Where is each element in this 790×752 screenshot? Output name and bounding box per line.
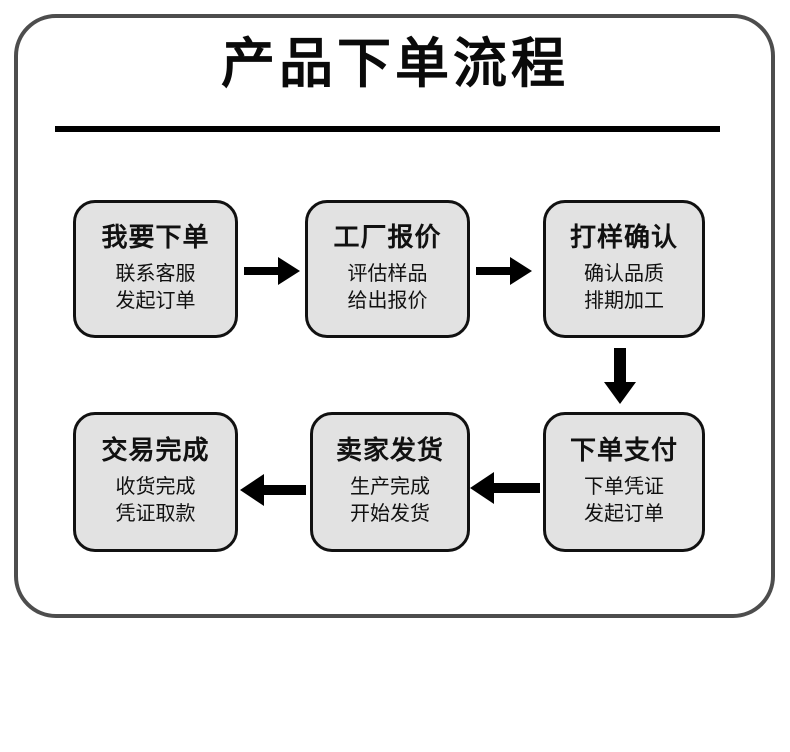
- flow-node-title: 我要下单: [101, 223, 210, 254]
- arrow-right-icon: [476, 252, 532, 290]
- flow-node-title: 打样确认: [569, 223, 678, 254]
- page-title: 产品下单流程: [221, 32, 569, 95]
- flow-node-line-2: 给出报价: [347, 287, 428, 312]
- flow-node-line-2: 发起订单: [584, 500, 664, 525]
- arrow-right-icon: [244, 252, 300, 290]
- flow-node-sample-confirm[interactable]: 打样确认 确认品质 排期加工: [543, 200, 705, 338]
- flow-node-line-1: 联系客服: [115, 260, 196, 285]
- flow-node-factory-quote[interactable]: 工厂报价 评估样品 给出报价: [305, 200, 470, 338]
- flow-node-line-1: 下单凭证: [584, 473, 664, 498]
- flow-node-transaction-done[interactable]: 交易完成 收货完成 凭证取款: [73, 412, 238, 552]
- title-divider: [55, 126, 720, 132]
- flow-node-order-payment[interactable]: 下单支付 下单凭证 发起订单: [543, 412, 705, 552]
- flow-node-line-1: 确认品质: [584, 260, 664, 285]
- flow-node-order-request[interactable]: 我要下单 联系客服 发起订单: [73, 200, 238, 338]
- arrow-left-icon: [240, 470, 306, 510]
- flow-node-line-2: 发起订单: [115, 287, 196, 312]
- flow-node-seller-ship[interactable]: 卖家发货 生产完成 开始发货: [310, 412, 470, 552]
- flow-node-title: 交易完成: [101, 436, 210, 467]
- flow-node-line-1: 生产完成: [350, 473, 430, 498]
- flow-node-title: 工厂报价: [333, 223, 442, 254]
- flow-node-line-1: 收货完成: [115, 473, 196, 498]
- flow-node-line-2: 排期加工: [584, 287, 664, 312]
- flow-node-line-2: 凭证取款: [115, 500, 196, 525]
- outer-frame: [14, 14, 775, 618]
- flow-node-line-2: 开始发货: [350, 500, 430, 525]
- flow-node-title: 卖家发货: [335, 436, 444, 467]
- arrow-down-icon: [598, 348, 642, 404]
- arrow-left-icon: [470, 468, 540, 508]
- flow-node-line-1: 评估样品: [347, 260, 428, 285]
- flow-node-title: 下单支付: [569, 436, 678, 467]
